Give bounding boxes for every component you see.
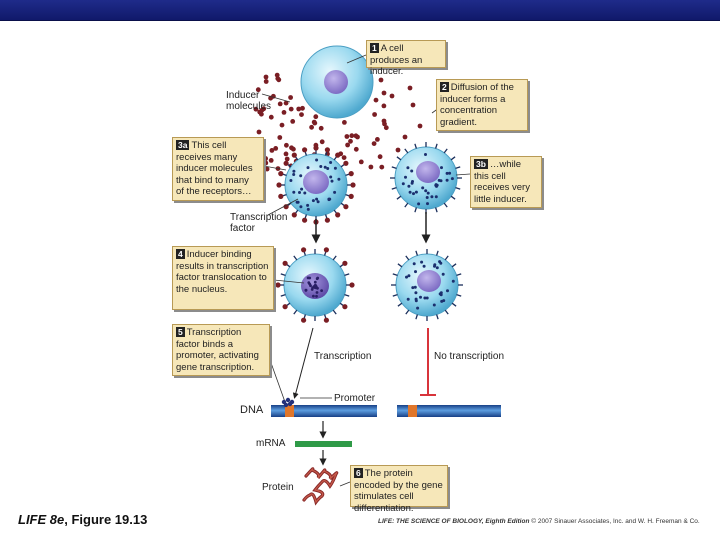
mrna-label: mRNA	[256, 438, 286, 449]
cell-right-bottom	[391, 249, 463, 321]
dna-inactive	[397, 405, 501, 417]
transcription-factors-3b	[401, 153, 454, 206]
receptors-3b	[390, 142, 462, 214]
cell-4	[275, 247, 355, 323]
callout-3b: 3b…while this cell receives very little …	[470, 156, 542, 208]
no-transcription-label: No transcription	[434, 351, 505, 362]
bound-transcription-factor	[281, 397, 295, 408]
cell-3a	[276, 145, 356, 225]
receptors-right-bottom	[391, 249, 463, 321]
receptors-3a	[276, 145, 356, 225]
transcription-factor-label: Transcription factor	[230, 212, 288, 234]
producer-cell	[300, 45, 374, 119]
mrna-strand	[295, 441, 352, 447]
protein-chain	[302, 467, 339, 506]
protein-label: Protein	[262, 482, 294, 493]
dna-active	[271, 397, 377, 417]
transcription-label: Transcription	[314, 351, 372, 362]
receptors-4	[275, 247, 355, 323]
cell-3b	[390, 142, 462, 214]
inducer-molecules-label: Inducer molecules	[226, 90, 272, 112]
transcription-arrow	[292, 327, 314, 399]
figure-caption: LIFE 8e, Figure 19.13	[18, 512, 148, 527]
dna-label: DNA	[240, 404, 264, 416]
transcription-factors-right-bottom	[405, 260, 455, 310]
promoter-label: Promoter	[334, 393, 376, 404]
header-bar	[0, 0, 720, 21]
copyright-credit: LIFE: THE SCIENCE OF BIOLOGY, Eighth Edi…	[378, 518, 700, 525]
nuclear-transcription-factors	[304, 276, 323, 298]
transcription-factors-3a	[289, 158, 341, 211]
inducer-molecules-cloud	[253, 67, 423, 172]
